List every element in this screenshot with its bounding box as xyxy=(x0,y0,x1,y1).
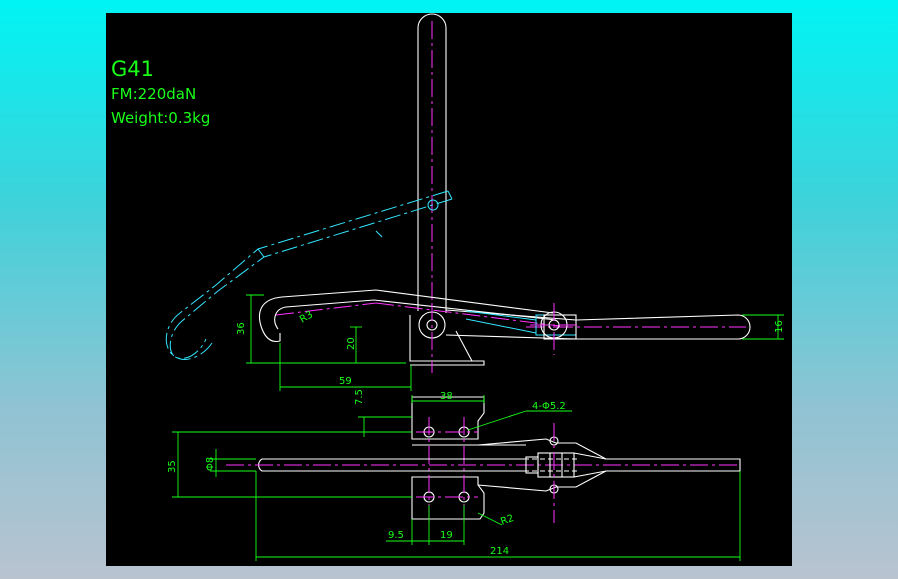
dim-36-text: 36 xyxy=(236,322,247,335)
dim-dia8-text: Φ8 xyxy=(205,457,216,471)
clamp-drawing: G41 FM:220daN Weight:0.3kg 36 20 R3 59 1… xyxy=(111,13,785,561)
holes-leader xyxy=(467,410,527,431)
linkage-arms xyxy=(477,438,607,492)
dim-214-text: 214 xyxy=(490,546,509,557)
holes-text: 4-Φ5.2 xyxy=(532,401,566,412)
model-label: G41 xyxy=(111,57,154,81)
hook-rod xyxy=(258,458,526,472)
base-plate-bottom xyxy=(411,476,485,520)
hook-alt-bend1 xyxy=(257,248,265,258)
handle-vertical xyxy=(417,13,447,313)
handle-horizontal xyxy=(445,309,751,340)
clamp-body xyxy=(409,315,485,366)
dim-35-text: 35 xyxy=(167,460,178,473)
dim-20-text: 20 xyxy=(346,337,357,350)
linkage-hidden-a xyxy=(465,310,537,321)
handle-pivot-block xyxy=(543,314,577,340)
dim-7_5-text: 7.5 xyxy=(354,389,365,405)
linkage-hidden-b xyxy=(465,318,537,334)
hook-alt-pin xyxy=(427,199,439,211)
dim-59-text: 59 xyxy=(339,376,352,387)
dim-38-text: 38 xyxy=(440,391,453,402)
handle-grip-top xyxy=(573,452,741,478)
hook-latch xyxy=(258,289,557,343)
dim-9_5-text: 9.5 xyxy=(388,530,404,541)
r2-leader xyxy=(477,512,503,526)
dim-19-text: 19 xyxy=(440,530,453,541)
force-label: FM:220daN xyxy=(111,85,196,103)
dim-r2-text: R2 xyxy=(499,513,515,528)
hook-centerline-b xyxy=(375,302,561,327)
adjust-nut xyxy=(537,452,575,478)
cad-drawing-canvas: G41 FM:220daN Weight:0.3kg 36 20 R3 59 1… xyxy=(106,13,792,566)
hook-centerline-a xyxy=(275,302,377,316)
hook-alt-bend2 xyxy=(375,230,383,238)
hook-alternate-position xyxy=(165,190,453,360)
hook-alt-end xyxy=(447,190,453,200)
base-plate-top xyxy=(411,396,485,440)
dim-16-text: 16 xyxy=(774,320,785,333)
weight-label: Weight:0.3kg xyxy=(111,109,210,127)
